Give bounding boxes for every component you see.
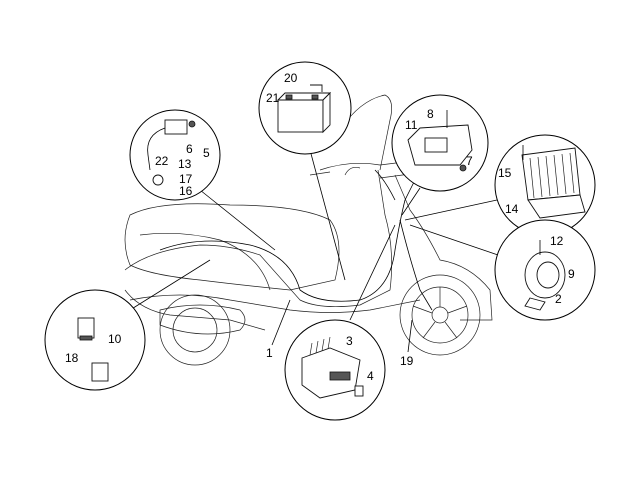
- callout-battery: [258, 61, 352, 155]
- part-label-14: 14: [505, 202, 519, 216]
- callout-control-unit: [391, 94, 489, 192]
- callout-horn: [494, 219, 596, 321]
- part-label-1: 1: [266, 346, 273, 360]
- part-label-20: 20: [284, 71, 298, 85]
- part-label-22: 22: [155, 154, 169, 168]
- callout-voltage-regulator: [494, 134, 596, 236]
- part-label-6: 6: [186, 142, 193, 156]
- part-label-18: 18: [65, 351, 79, 365]
- part-label-8: 8: [427, 107, 434, 121]
- part-label-10: 10: [108, 332, 122, 346]
- part-label-3: 3: [346, 334, 353, 348]
- part-label-13: 13: [178, 157, 192, 171]
- part-label-9: 9: [568, 267, 575, 281]
- scooter-outline: [124, 94, 493, 366]
- callout-relays: [44, 289, 146, 391]
- part-label-21: 21: [266, 91, 280, 105]
- part-label-16: 16: [179, 184, 193, 198]
- part-label-11: 11: [405, 118, 418, 132]
- part-label-7: 7: [466, 154, 473, 168]
- part-label-17: 17: [179, 172, 193, 186]
- leader-lines: [129, 149, 499, 353]
- part-label-19: 19: [400, 354, 414, 368]
- callout-ignition-coil: [129, 109, 221, 201]
- part-label-5: 5: [203, 146, 210, 160]
- callout-fuse-box: [284, 319, 386, 421]
- part-label-12: 12: [550, 234, 564, 248]
- part-label-2: 2: [555, 292, 562, 306]
- part-label-15: 15: [498, 166, 512, 180]
- part-label-4: 4: [367, 369, 374, 383]
